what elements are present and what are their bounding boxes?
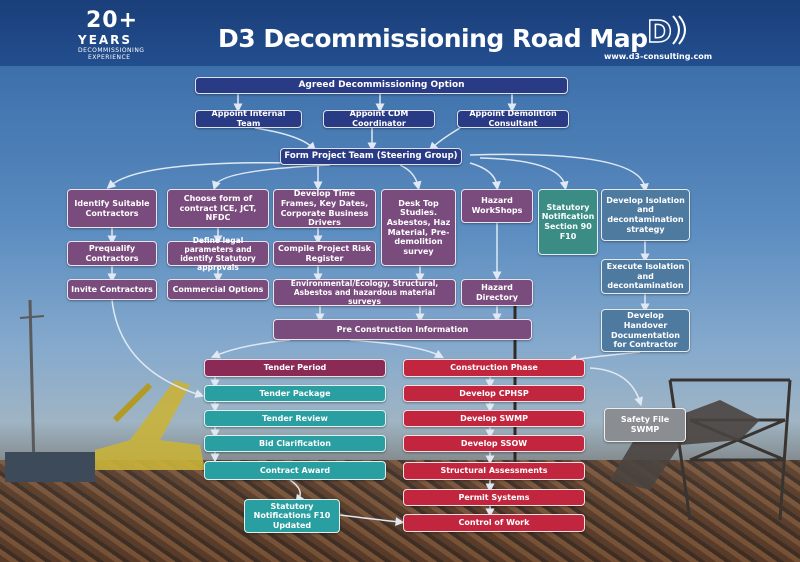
node-statutory-notifications-f10: Statutory Notifications F10 Updated bbox=[244, 499, 340, 533]
node-hazard-workshops: Hazard WorkShops bbox=[461, 189, 533, 223]
node-hazard-directory: Hazard Directory bbox=[461, 279, 533, 306]
node-pre-construction-information: Pre Construction Information bbox=[273, 319, 532, 340]
node-appoint-internal-team: Appoint Internal Team bbox=[195, 109, 302, 128]
node-tender-period: Tender Period bbox=[204, 359, 386, 377]
node-bid-clarification: Bid Clarification bbox=[204, 435, 386, 452]
experience-badge-caption-2: EXPERIENCE bbox=[88, 54, 131, 61]
experience-badge-years: YEARS bbox=[78, 33, 133, 47]
node-commercial-options: Commercial Options bbox=[167, 279, 269, 300]
node-tender-package: Tender Package bbox=[204, 385, 386, 402]
node-choose-form-of-contract: Choose form of contract ICE, JCT, NFDC bbox=[167, 189, 269, 228]
header-bar bbox=[0, 0, 800, 66]
page-title: D3 Decommissioning Road Map bbox=[218, 24, 648, 53]
node-develop-time-frames: Develop Time Frames, Key Dates, Corporat… bbox=[273, 189, 376, 228]
d3-logo-icon: D bbox=[646, 14, 686, 48]
node-develop-cphsp: Develop CPHSP bbox=[403, 385, 585, 402]
node-prequalify-contractors: Prequalify Contractors bbox=[67, 241, 157, 266]
node-structural-assessments: Structural Assessments bbox=[403, 462, 585, 480]
experience-badge-caption-1: DECOMMISSIONING bbox=[78, 47, 145, 54]
node-define-legal-parameters: Define legal parameters and identify Sta… bbox=[167, 236, 269, 272]
node-develop-handover-documentation: Develop Handover Documentation for Contr… bbox=[601, 309, 690, 352]
node-invite-contractors: Invite Contractors bbox=[67, 279, 157, 300]
node-appoint-cdm-coordinator: Appoint CDM Coordinator bbox=[323, 109, 435, 128]
node-appoint-demolition-consultant: Appoint Demolition Consultant bbox=[457, 109, 569, 128]
node-form-project-team: Form Project Team (Steering Group) bbox=[280, 148, 462, 165]
node-develop-ssow: Develop SSOW bbox=[403, 435, 585, 452]
node-permit-systems: Permit Systems bbox=[403, 489, 585, 506]
experience-badge-number: 20+ bbox=[86, 8, 139, 33]
svg-text:D: D bbox=[647, 15, 672, 48]
node-execute-isolation: Execute Isolation and decontamination bbox=[601, 259, 690, 294]
node-tender-review: Tender Review bbox=[204, 410, 386, 427]
website-url: www.d3-consulting.com bbox=[604, 52, 713, 61]
node-develop-swmp: Develop SWMP bbox=[403, 410, 585, 427]
node-safety-file-swmp: Safety File SWMP bbox=[604, 408, 686, 442]
node-control-of-work: Control of Work bbox=[403, 514, 585, 532]
node-compile-project-risk-register: Compile Project Risk Register bbox=[273, 241, 376, 266]
node-desk-top-studies: Desk Top Studies. Asbestos, Haz Material… bbox=[381, 189, 456, 266]
node-construction-phase: Construction Phase bbox=[403, 359, 585, 377]
node-develop-isolation-strategy: Develop Isolation and decontamination st… bbox=[601, 189, 690, 241]
node-statutory-notification: Statutory Notification Section 90 F10 bbox=[538, 189, 598, 255]
node-agreed-decommissioning-option: Agreed Decommissioning Option bbox=[195, 77, 568, 94]
node-contract-award: Contract Award bbox=[204, 461, 386, 480]
demolition-rubble bbox=[0, 460, 800, 562]
node-identify-suitable-contractors: Identify Suitable Contractors bbox=[67, 189, 157, 228]
node-environmental-surveys: Environmental/Ecology, Structural, Asbes… bbox=[273, 279, 456, 306]
